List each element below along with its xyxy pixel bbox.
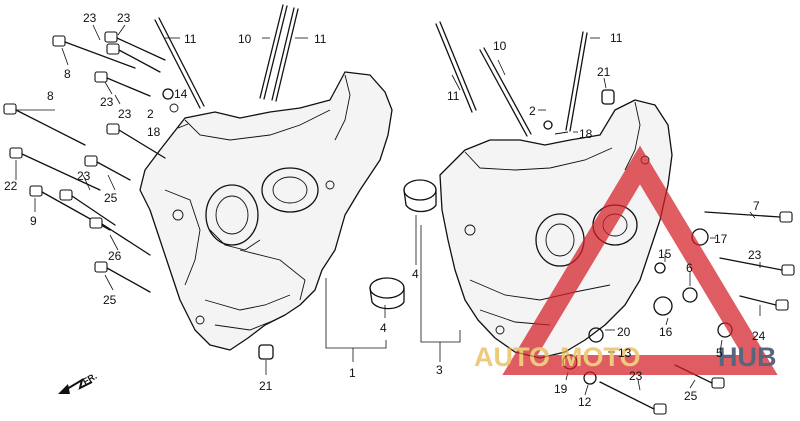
callout-numbers: 23 23 11 10 11 8 23 14 2 8 23 18 22 25 2… — [4, 11, 766, 409]
callout-label: 3 — [436, 363, 443, 377]
callout-label: 11 — [314, 32, 327, 46]
callout-label: 24 — [752, 329, 766, 343]
callout-label: 5 — [716, 346, 723, 360]
callout-label: 25 — [103, 293, 117, 307]
watermark-moto: MOTO — [560, 342, 641, 372]
watermark-auto: AUTO — [474, 342, 550, 372]
callout-label: 21 — [259, 379, 273, 393]
callout-label: 2 — [529, 104, 536, 118]
callout-label: 4 — [380, 321, 387, 335]
callout-label: 7 — [753, 199, 760, 213]
callout-label: 13 — [618, 346, 632, 360]
callout-label: 21 — [597, 65, 611, 79]
dowel-left — [258, 344, 274, 360]
callout-label: 6 — [686, 261, 693, 275]
callout-label: 17 — [714, 232, 728, 246]
bearing-lower — [369, 277, 405, 310]
callout-label: 4 — [412, 267, 419, 281]
callout-label: 1 — [349, 366, 356, 380]
callout-label: 20 — [617, 325, 631, 339]
callout-label: 23 — [117, 11, 131, 25]
left-crankcase-half — [139, 71, 393, 351]
callout-label: 16 — [659, 325, 673, 339]
fr-marker: FR. — [81, 371, 99, 387]
automotohub-watermark: AUTO MOTO HUB — [474, 145, 778, 375]
leader-lines — [15, 24, 761, 396]
dowel-right — [601, 89, 615, 105]
callout-label: 2 — [147, 107, 154, 121]
callout-label: 18 — [147, 125, 161, 139]
callout-label: 10 — [493, 39, 507, 53]
callout-label: 8 — [47, 89, 54, 103]
front-direction-arrow: FR. — [58, 371, 99, 394]
studs-and-bolts — [3, 4, 795, 415]
callout-label: 26 — [108, 249, 122, 263]
callout-label: 23 — [118, 107, 132, 121]
callout-label: 14 — [174, 87, 188, 101]
callout-label: 19 — [554, 382, 568, 396]
callout-label: 10 — [238, 32, 252, 46]
callout-label: 25 — [104, 191, 118, 205]
callout-label: 11 — [447, 89, 460, 103]
callout-label: 23 — [83, 11, 97, 25]
watermark-hub: HUB — [718, 342, 777, 372]
callout-label: 23 — [77, 169, 91, 183]
callout-label: 15 — [658, 247, 672, 261]
callout-label: 25 — [684, 389, 698, 403]
callout-label: 23 — [100, 95, 114, 109]
callout-label: 23 — [748, 248, 762, 262]
callout-label: 11 — [610, 31, 623, 45]
callout-label: 8 — [64, 67, 71, 81]
callout-label: 18 — [579, 127, 593, 141]
callout-label: 22 — [4, 179, 18, 193]
callout-label: 11 — [184, 32, 197, 46]
callout-label: 23 — [629, 369, 643, 383]
bearing-upper — [403, 179, 437, 213]
callout-label: 12 — [578, 395, 592, 409]
callout-label: 9 — [30, 214, 37, 228]
